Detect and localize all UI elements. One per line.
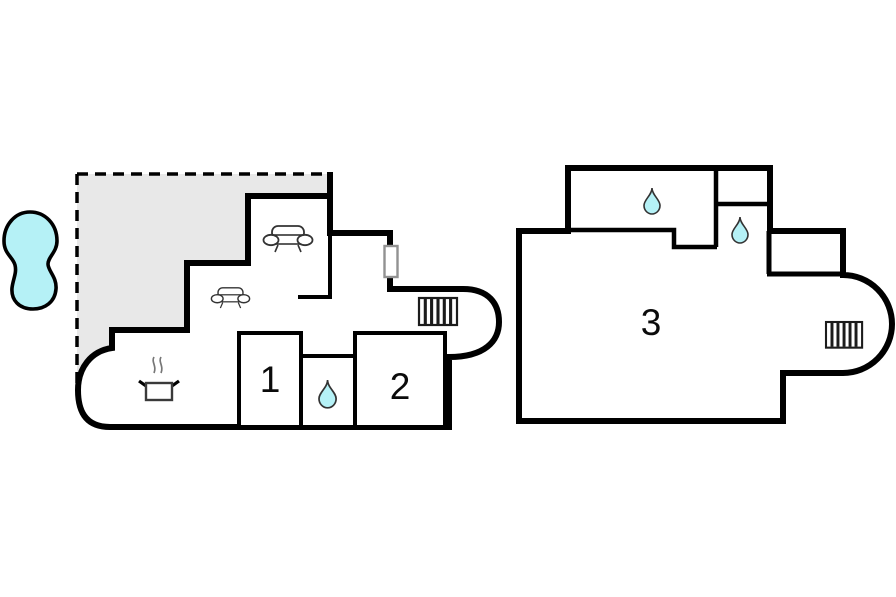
room-1-walls <box>237 331 303 429</box>
cooking-pot-icon <box>138 356 180 402</box>
window-marker <box>383 244 399 279</box>
upper-floor-outer-wall <box>516 165 895 424</box>
room-label-3: 3 <box>641 302 662 343</box>
terrace-dashed-border <box>75 172 328 391</box>
ground-floor-plan: 1 2 <box>2 172 503 430</box>
bathroom-partition-wall <box>568 227 717 250</box>
room-label-1: 1 <box>260 359 281 400</box>
annex-walls <box>766 231 843 277</box>
radiator-icon <box>824 320 864 350</box>
radiator-icon <box>417 296 459 327</box>
room-2-walls <box>353 331 447 429</box>
room-label-2: 2 <box>390 366 411 407</box>
upper-floor-plan: 3 <box>516 165 895 424</box>
terrace-area <box>77 174 330 390</box>
living-room-partition-wall <box>298 233 332 299</box>
pool-icon <box>2 210 59 311</box>
